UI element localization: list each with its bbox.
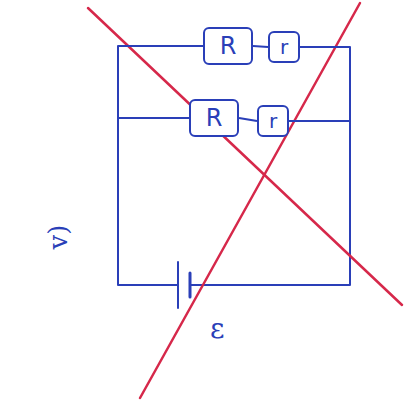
item-number: v): [43, 225, 73, 250]
cross-out-line: [140, 3, 360, 398]
right-wire: [190, 121, 350, 285]
wire: [239, 118, 257, 121]
resistor-box: R: [189, 99, 239, 137]
battery-long-plate: [177, 262, 179, 308]
resistor-label: R: [206, 106, 223, 130]
resistor-box: R: [203, 27, 253, 65]
resistor-label: r: [280, 37, 288, 57]
resistor-box: r: [268, 31, 300, 63]
left-wire: [118, 118, 178, 285]
emf-label: ε: [210, 312, 225, 345]
resistor-label: r: [269, 111, 277, 131]
cross-out-line: [88, 8, 402, 305]
wire: [253, 46, 268, 47]
battery-short-plate: [189, 273, 192, 297]
resistor-box: r: [257, 105, 289, 137]
resistor-label: R: [220, 34, 237, 58]
